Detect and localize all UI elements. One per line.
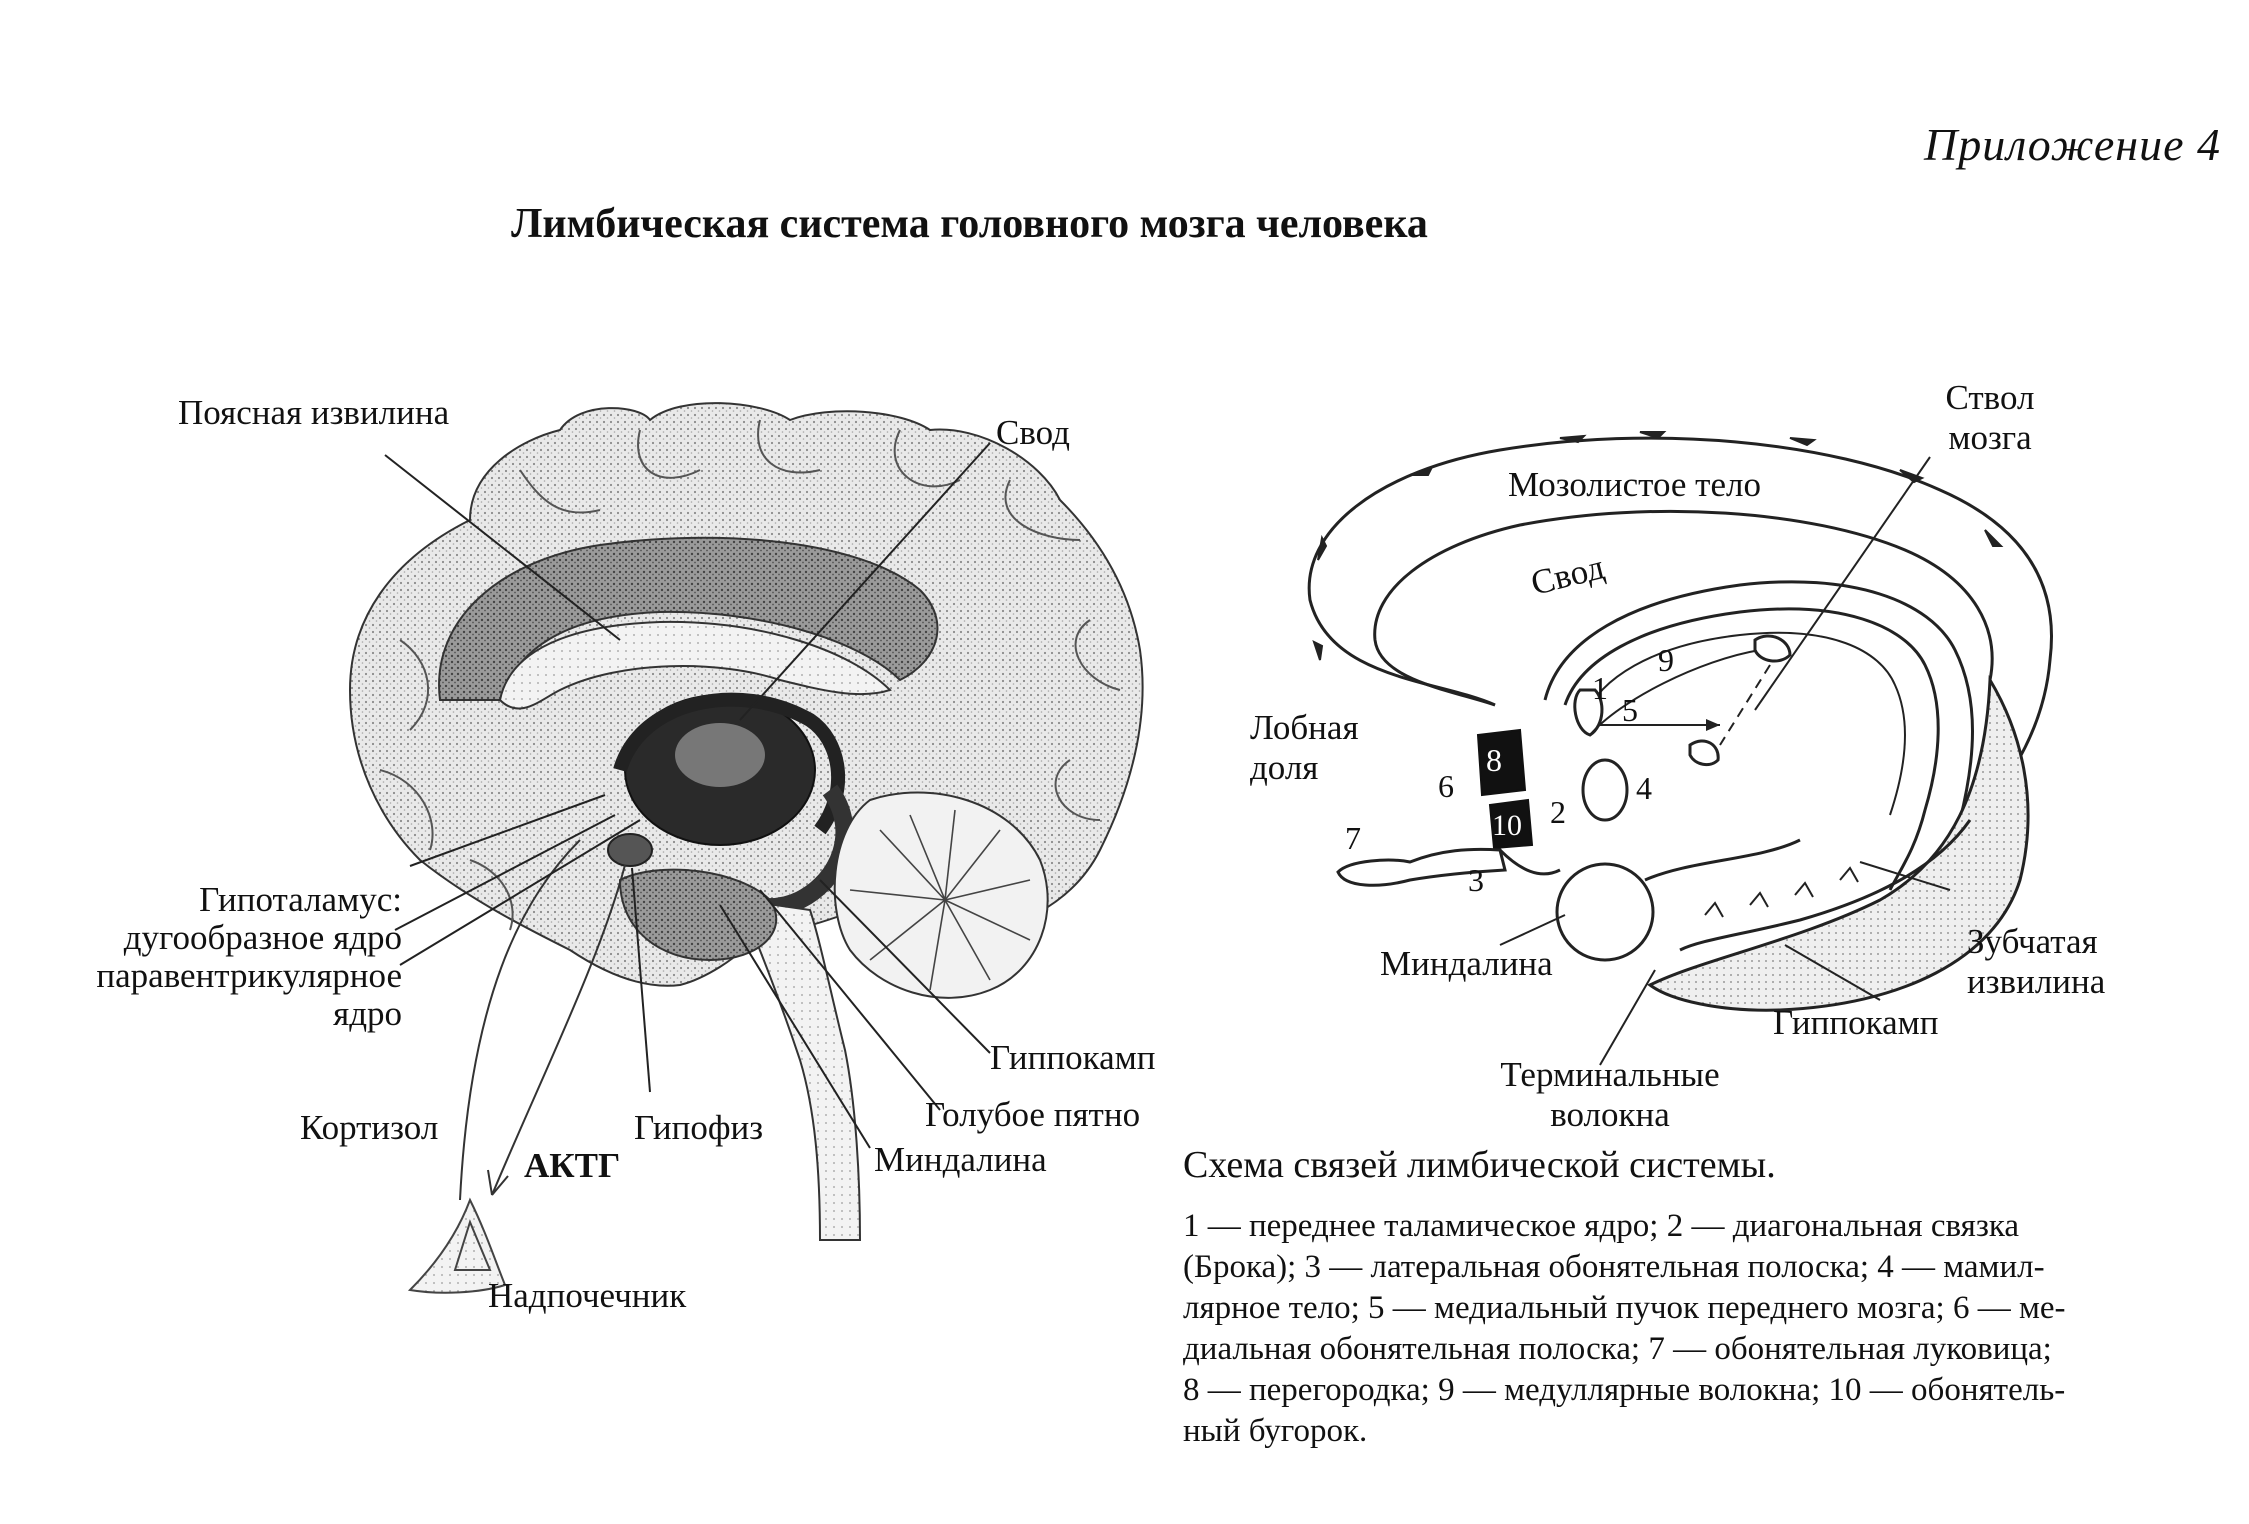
label-corpus-callosum: Мозолистое тело	[1508, 465, 1761, 504]
fornix-arc	[613, 692, 846, 835]
label-hypothalamus-line3: паравентрикулярное	[96, 956, 402, 995]
gyri-folds	[379, 419, 1121, 931]
label-hippocampus-left: Гиппокамп	[990, 1038, 1156, 1077]
label-cingulate-gyrus: Поясная извилина	[178, 393, 450, 432]
legend-line: диальная обонятельная полоска; 7 — обоня…	[1183, 1331, 2052, 1367]
label-n5: 5	[1622, 692, 1638, 728]
label-amygdala-right: Миндалина	[1380, 944, 1553, 983]
label-brainstem-line1: Ствол	[1945, 378, 2035, 417]
dashed-tract	[1719, 664, 1771, 746]
label-dentate-line1: Зубчатая	[1967, 922, 2098, 961]
hippocampus-arrows	[1704, 866, 1859, 918]
adrenal-gland-inner	[453, 1219, 492, 1271]
acth-curve	[491, 864, 626, 1196]
cingulate-band	[438, 536, 939, 701]
temporal-lobe	[618, 868, 778, 962]
label-adrenal: Надпочечник	[488, 1276, 687, 1315]
page-title: Лимбическая система головного мозга чело…	[0, 200, 2249, 248]
label-n10: 10	[1492, 809, 1522, 842]
fornix-band-outer	[1543, 580, 1974, 901]
label-brainstem-line2: мозга	[1948, 418, 2032, 457]
stria-terminalis	[1644, 838, 1801, 882]
legend-line: (Брока); 3 — латеральная обонятельная по…	[1183, 1249, 2045, 1285]
mamillary-body	[1581, 758, 1629, 822]
cortisol-curve	[459, 839, 581, 1201]
label-n4: 4	[1636, 770, 1652, 806]
cerebellum-folia	[849, 809, 1031, 991]
thalamus-highlight	[675, 723, 765, 787]
label-n6: 6	[1438, 768, 1454, 804]
label-frontal-line1: Лобная	[1250, 708, 1359, 747]
medullary-fibers	[1589, 649, 1761, 736]
figure-caption: Схема связей лимбической системы.	[1183, 1144, 1776, 1186]
page-title-text: Лимбическая система головного мозга чело…	[511, 201, 1428, 247]
leader-lines-right	[1499, 456, 1951, 1066]
legend-line: 1 — переднее таламическое ядро; 2 — диаг…	[1183, 1208, 2020, 1244]
label-n1: 1	[1592, 670, 1608, 706]
legend-line: лярное тело; 5 — медиальный пучок передн…	[1183, 1290, 2066, 1326]
fornix-band-inner	[1563, 607, 1940, 891]
label-pituitary: Гипофиз	[634, 1108, 764, 1147]
label-n2: 2	[1550, 794, 1566, 830]
label-n9: 9	[1658, 642, 1674, 678]
acth-arrowhead	[487, 1169, 509, 1196]
legend-line: ный бугорок.	[1183, 1413, 1368, 1449]
interpeduncular-shape	[1688, 739, 1720, 767]
label-terminal-line2: волокна	[1550, 1095, 1670, 1134]
label-terminal-line1: Терминальные	[1500, 1055, 1720, 1094]
label-n8: 8	[1486, 742, 1502, 778]
appendix-label: Приложение 4	[1923, 119, 2221, 170]
label-n7: 7	[1345, 820, 1361, 856]
label-hypothalamus-line2: дугообразное ядро	[123, 918, 402, 957]
mfb-arrowhead	[1706, 719, 1720, 731]
label-cortisol: Кортизол	[300, 1108, 439, 1147]
pituitary-shape	[607, 833, 653, 867]
dentate-gyrus-edge	[1679, 819, 1972, 952]
label-frontal-line2: доля	[1250, 748, 1319, 787]
label-n3: 3	[1468, 862, 1484, 898]
brain-sagittal-illustration	[348, 402, 1144, 1294]
label-hypothalamus-line4: ядро	[333, 994, 402, 1033]
label-hypothalamus-line1: Гипоталамус:	[199, 880, 402, 919]
label-acth: АКТГ	[524, 1146, 621, 1185]
label-fornix-left: Свод	[996, 413, 1070, 452]
olfactory-stalk	[1498, 848, 1561, 876]
label-fornix-right: Свод	[1527, 547, 1609, 603]
habenula-shape	[1753, 634, 1792, 663]
corpus-callosum	[498, 620, 892, 710]
label-dentate-line2: извилина	[1967, 962, 2106, 1001]
legend-line: 8 — перегородка; 9 — медуллярные волокна…	[1183, 1372, 2066, 1408]
label-locus-coeruleus: Голубое пятно	[925, 1095, 1141, 1134]
leader-lines	[384, 442, 991, 1149]
corpus-callosum-inner-arc	[1373, 509, 1994, 707]
figure-legend: 1 — переднее таламическое ядро; 2 — диаг…	[1183, 1206, 2203, 1452]
label-hippocampus-right: Гиппокамп	[1773, 1003, 1939, 1042]
label-amygdala-left: Миндалина	[874, 1140, 1047, 1179]
amygdala-shape	[1555, 862, 1655, 962]
brainstem	[738, 898, 862, 1241]
